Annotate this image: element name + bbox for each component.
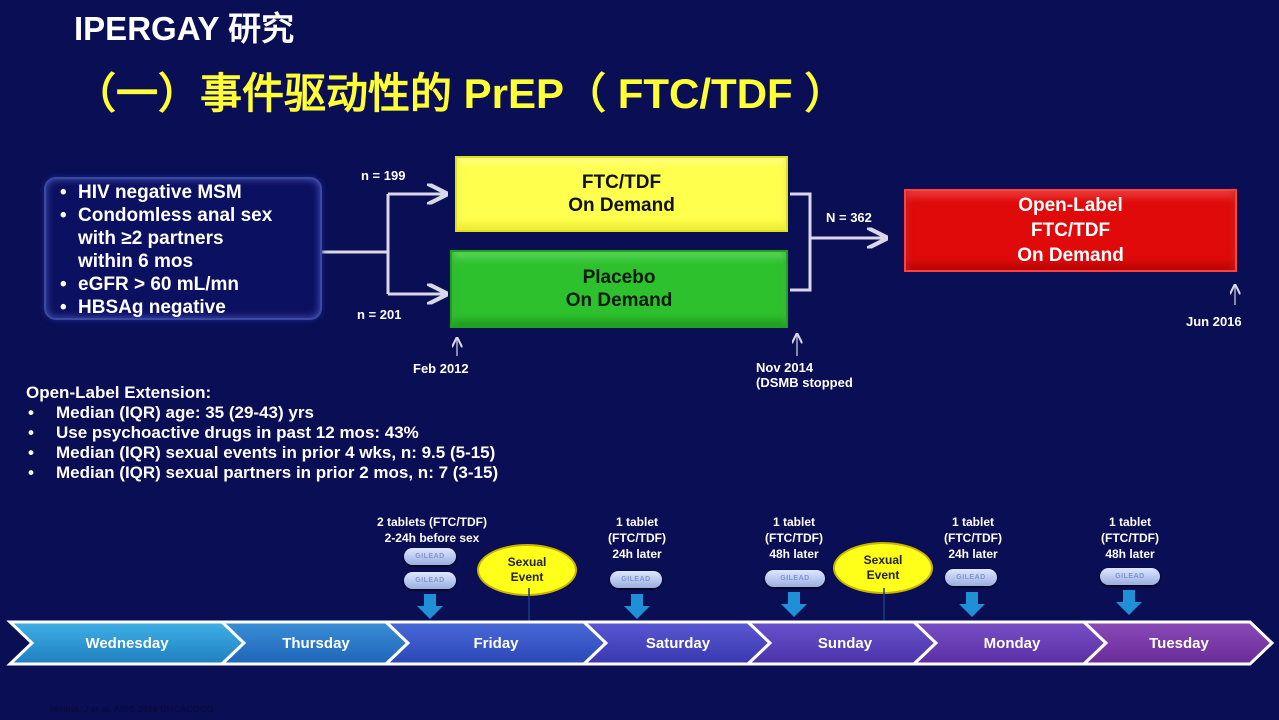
title-line-1: IPERGAY 研究 bbox=[74, 10, 295, 47]
event-line: Event bbox=[866, 568, 900, 582]
placebo-arm-box: Placebo On Demand bbox=[450, 250, 788, 328]
tablet-icon: GILEAD bbox=[610, 571, 662, 588]
criteria-item: HBSAg negative bbox=[58, 296, 312, 319]
dose-line: 1 tablet bbox=[772, 515, 815, 529]
dose-line: 1 tablet bbox=[951, 515, 994, 529]
tablet-icon: GILEAD bbox=[1100, 568, 1160, 585]
date-end: Jun 2016 bbox=[1186, 314, 1242, 329]
tablet-icon: GILEAD bbox=[945, 569, 997, 586]
inclusion-criteria-box: HIV negative MSM Condomless anal sex wit… bbox=[44, 177, 322, 320]
dose-line: 48h later bbox=[769, 547, 819, 561]
event-stems bbox=[528, 588, 885, 622]
placebo-n-label: n = 201 bbox=[357, 307, 402, 322]
day-label: Saturday bbox=[646, 635, 711, 652]
criteria-item: HIV negative MSM bbox=[58, 181, 312, 204]
extension-item: Median (IQR) sexual events in prior 4 wk… bbox=[26, 443, 498, 463]
tablet-icon: GILEAD bbox=[404, 572, 456, 589]
date-start: Feb 2012 bbox=[413, 361, 469, 376]
dose-label-saturday: 1 tablet (FTC/TDF) 24h later bbox=[592, 514, 682, 562]
dose-line: (FTC/TDF) bbox=[765, 531, 823, 545]
dose-arrows bbox=[417, 590, 1142, 619]
day-label: Sunday bbox=[818, 635, 873, 652]
dose-line: (FTC/TDF) bbox=[944, 531, 1002, 545]
dose-line: 24h later bbox=[612, 547, 662, 561]
tablet-icon: GILEAD bbox=[404, 548, 456, 565]
extension-item: Median (IQR) sexual partners in prior 2 … bbox=[26, 463, 498, 483]
down-arrow-icon bbox=[781, 592, 807, 617]
open-label-extension: Open-Label Extension: Median (IQR) age: … bbox=[26, 383, 498, 483]
extension-item: Use psychoactive drugs in past 12 mos: 4… bbox=[26, 423, 498, 443]
event-line: Sexual bbox=[863, 553, 903, 567]
dose-line: 1 tablet bbox=[615, 515, 658, 529]
criteria-item: Condomless anal sex bbox=[58, 204, 312, 227]
dose-line: 1 tablet bbox=[1108, 515, 1151, 529]
down-arrow-icon bbox=[624, 594, 650, 619]
date-stop: Nov 2014 bbox=[756, 360, 814, 375]
day-label: Friday bbox=[473, 635, 519, 652]
open-label-line2: FTC/TDF bbox=[1030, 220, 1111, 241]
down-arrow-icon bbox=[417, 594, 443, 619]
date-stop-note: (DSMB stopped bbox=[756, 375, 853, 390]
ftc-arm-line2: On Demand bbox=[568, 195, 675, 216]
down-arrow-icon bbox=[959, 592, 985, 617]
dose-line: (FTC/TDF) bbox=[608, 531, 666, 545]
dose-line: 24h later bbox=[948, 547, 998, 561]
tablet-icon: GILEAD bbox=[765, 570, 825, 587]
ftc-arm-line1: FTC/TDF bbox=[581, 172, 662, 193]
sexual-event-sunday: Sexual Event bbox=[833, 542, 933, 594]
dose-label-sunday: 1 tablet (FTC/TDF) 48h later bbox=[749, 514, 839, 562]
ftc-n-label: n = 199 bbox=[361, 168, 406, 183]
dose-label-friday: 2 tablets (FTC/TDF) 2-24h before sex bbox=[368, 514, 496, 546]
dose-label-monday: 1 tablet (FTC/TDF) 24h later bbox=[928, 514, 1018, 562]
title-line-2: （一）事件驱动性的 PrEP（ FTC/TDF ） bbox=[74, 70, 847, 117]
citation: Molina, J et al. AIDS 2016 DHCACOOG bbox=[50, 704, 214, 714]
event-line: Sexual bbox=[507, 555, 547, 569]
dose-line: 2 tablets (FTC/TDF) bbox=[377, 515, 487, 529]
flow-connectors bbox=[322, 0, 1279, 356]
extension-item: Median (IQR) age: 35 (29-43) yrs bbox=[26, 403, 498, 423]
criteria-item-continued: with ≥2 partners bbox=[78, 228, 224, 249]
sexual-event-friday: Sexual Event bbox=[477, 544, 577, 596]
event-line: Event bbox=[510, 570, 544, 584]
dose-label-tuesday: 1 tablet (FTC/TDF) 48h later bbox=[1085, 514, 1175, 562]
placebo-arm-line2: On Demand bbox=[565, 290, 673, 311]
open-label-box: Open-Label FTC/TDF On Demand bbox=[904, 189, 1237, 272]
dose-line: (FTC/TDF) bbox=[1101, 531, 1159, 545]
down-arrow-icon bbox=[1116, 590, 1142, 615]
dose-line: 2-24h before sex bbox=[384, 531, 480, 545]
extension-heading: Open-Label Extension: bbox=[26, 383, 212, 402]
chevron-tuesday bbox=[1080, 620, 1275, 666]
dose-line: 48h later bbox=[1105, 547, 1155, 561]
criteria-item-continued: within 6 mos bbox=[78, 251, 194, 272]
day-label: Monday bbox=[984, 635, 1041, 652]
day-label: Tuesday bbox=[1149, 635, 1209, 652]
open-label-line3: On Demand bbox=[1017, 245, 1124, 266]
day-label: Wednesday bbox=[85, 635, 169, 652]
criteria-item: eGFR > 60 mL/mn bbox=[58, 273, 312, 296]
weekly-timeline: Wednesday Thursday Friday Saturday Sunda… bbox=[6, 588, 1275, 666]
day-label: Thursday bbox=[282, 635, 350, 652]
open-label-n-label: N = 362 bbox=[826, 210, 872, 225]
connector-merge bbox=[790, 192, 812, 292]
placebo-arm-line1: Placebo bbox=[582, 267, 656, 288]
open-label-line1: Open-Label bbox=[1018, 195, 1123, 216]
ftc-tdf-arm-box: FTC/TDF On Demand bbox=[455, 156, 788, 232]
